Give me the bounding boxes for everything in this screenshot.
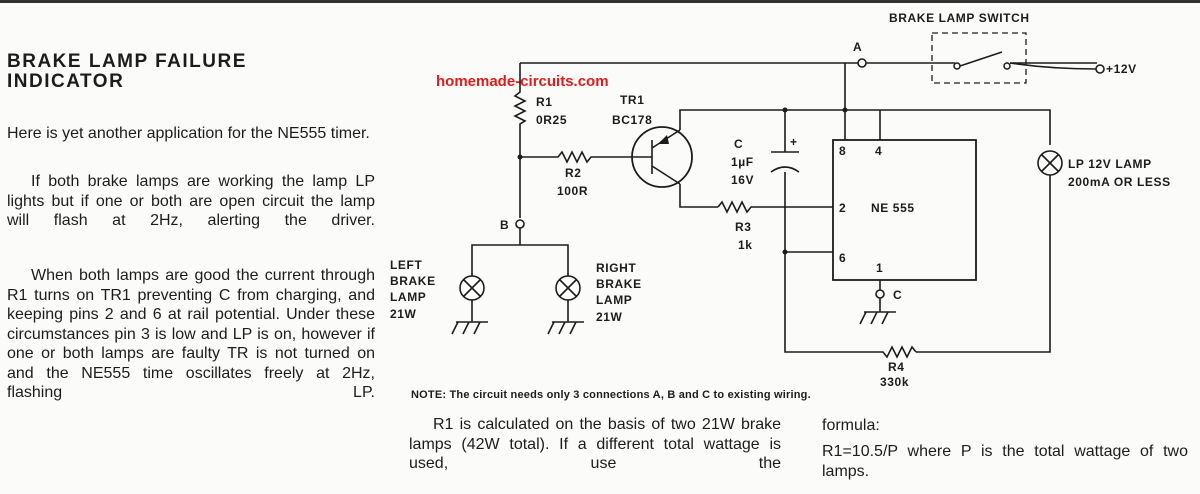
node-c-terminal <box>875 289 885 299</box>
ground-right-lamp <box>547 300 584 335</box>
switch-lever <box>959 51 1003 67</box>
title-line-1: BRAKE LAMP FAILURE <box>7 51 247 72</box>
lamp-lp-cross <box>1041 154 1059 172</box>
r4-value-label: 330k <box>880 375 909 389</box>
ground-c-bar <box>864 298 896 313</box>
transistor-emitter-arrow <box>658 135 669 144</box>
ic-ne555-body <box>832 139 977 281</box>
right-lamp-label-4: 21W <box>596 310 623 324</box>
wire-capacitor <box>784 110 833 253</box>
r1-calculation-paragraph: R1 is calculated on the basis of two 21W… <box>409 416 781 472</box>
top-border-line <box>0 0 1200 3</box>
wire-lamp-to-r4 <box>916 175 1051 353</box>
r2-name-label: R2 <box>565 166 582 180</box>
tr1-name-label: TR1 <box>620 93 644 107</box>
lp-label-line1: LP 12V LAMP <box>1068 157 1152 171</box>
r3-name-label: R3 <box>735 220 752 234</box>
wire-pins-8-4 <box>844 110 881 140</box>
pin1-label: 1 <box>876 261 883 275</box>
node-c-label: C <box>893 288 902 302</box>
resistor-r3-symbol <box>717 200 833 214</box>
pin8-label: 8 <box>839 144 846 158</box>
pin4-label: 4 <box>875 144 882 158</box>
r3-value-label: 1k <box>738 238 753 252</box>
article-title: BRAKE LAMP FAILURE INDICATOR <box>7 52 247 92</box>
left-lamp-label-3: LAMP <box>390 290 426 304</box>
title-line-2: INDICATOR <box>7 71 125 92</box>
right-lamp-label-2: BRAKE <box>596 277 642 291</box>
left-brake-lamp-cross <box>463 279 481 297</box>
formula-label: formula: <box>822 417 880 434</box>
junction-capacitor <box>782 107 788 113</box>
wire-switch-to-supply <box>1009 62 1097 70</box>
wire-collector <box>679 184 718 208</box>
supply-label: +12V <box>1106 62 1137 76</box>
pin6-label: 6 <box>839 251 846 265</box>
right-lamp-label-3: LAMP <box>596 293 632 307</box>
right-lamp-label-1: RIGHT <box>596 261 636 275</box>
supply-terminal <box>1095 64 1105 74</box>
left-lamp-label-4: 21W <box>390 307 417 321</box>
c-name-label: C <box>734 137 743 151</box>
wiring-note: NOTE: The circuit needs only 3 connectio… <box>411 389 811 401</box>
node-b-label: B <box>500 218 509 232</box>
capacitor-c-plates <box>770 151 800 173</box>
left-lamp-label-2: BRAKE <box>390 274 436 288</box>
lamp-behaviour-paragraph: If both brake lamps are working the lamp… <box>7 173 375 229</box>
resistor-r2-symbol <box>520 150 630 164</box>
brake-switch-box <box>931 32 1027 84</box>
transistor-tr1-leads <box>630 129 681 185</box>
lp-label-line2: 200mA OR LESS <box>1068 175 1171 189</box>
c-plus-label: + <box>790 135 798 149</box>
switch-label: BRAKE LAMP SWITCH <box>889 11 1030 25</box>
wire-brake-lamps <box>471 228 569 276</box>
switch-contact-left <box>953 62 961 70</box>
ic-name-label: NE 555 <box>871 201 915 215</box>
junction-r4-pin6 <box>782 249 788 255</box>
r4-name-label: R4 <box>888 360 905 374</box>
r1-value-label: 0R25 <box>536 113 567 127</box>
node-a-terminal <box>857 58 867 68</box>
node-b-terminal <box>515 219 525 229</box>
switch-contact-right <box>1003 62 1011 70</box>
ground-c-hatch <box>859 311 889 325</box>
intro-paragraph: Here is yet another application for the … <box>7 125 370 142</box>
watermark-text: homemade-circuits.com <box>436 73 609 90</box>
formula-text: R1=10.5/P where P is the total wattage o… <box>822 443 1188 480</box>
ground-left-lamp <box>451 300 488 335</box>
operation-paragraph: When both lamps are good the current thr… <box>7 267 375 401</box>
wire-emitter-to-rail <box>679 109 1051 145</box>
resistor-r1-symbol <box>513 63 527 157</box>
tr1-type-label: BC178 <box>612 113 652 127</box>
c-value1-label: 1µF <box>731 155 754 169</box>
left-lamp-label-1: LEFT <box>390 258 422 272</box>
c-value2-label: 16V <box>731 173 754 187</box>
resistor-r4-symbol <box>784 252 917 359</box>
pin2-label: 2 <box>839 201 846 215</box>
node-a-label: A <box>853 40 862 54</box>
r1-name-label: R1 <box>536 95 553 109</box>
r2-value-label: 100R <box>557 184 588 198</box>
right-brake-lamp-cross <box>559 279 577 297</box>
